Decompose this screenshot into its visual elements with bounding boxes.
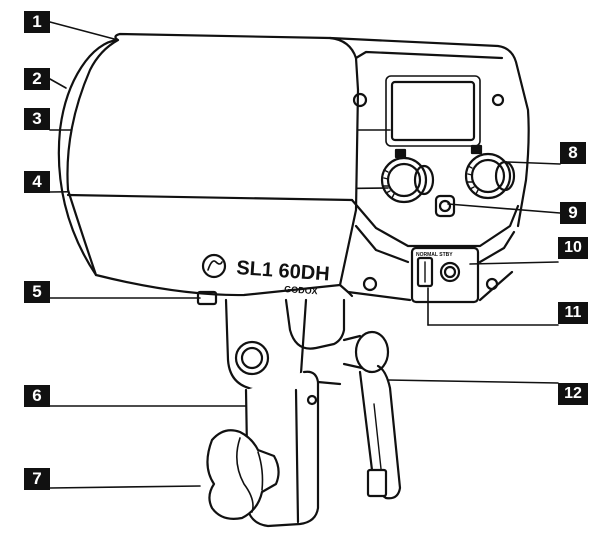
callout-2: 2 — [24, 68, 50, 90]
front-dome — [57, 38, 120, 277]
callout-5: 5 — [24, 281, 50, 303]
control-panel — [410, 246, 480, 304]
callout-9: 9 — [560, 202, 586, 224]
logo-badge — [201, 253, 227, 279]
right-dial — [464, 144, 516, 200]
callout-4: 4 — [24, 171, 50, 193]
center-button — [434, 194, 456, 218]
brand-label: GODOX — [284, 284, 318, 296]
panel-label: NORMAL STBY — [416, 252, 453, 258]
callout-1: 1 — [24, 11, 50, 33]
callout-11: 11 — [558, 302, 588, 324]
tilt-lever — [342, 330, 402, 500]
left-dial — [380, 148, 435, 204]
callout-3: 3 — [24, 108, 50, 130]
callout-12: 12 — [558, 383, 588, 405]
lock-knob — [206, 429, 280, 520]
callout-7: 7 — [24, 468, 50, 490]
callout-6: 6 — [24, 385, 50, 407]
display-screen — [390, 80, 476, 142]
callout-10: 10 — [558, 237, 588, 259]
callout-8: 8 — [560, 142, 586, 164]
